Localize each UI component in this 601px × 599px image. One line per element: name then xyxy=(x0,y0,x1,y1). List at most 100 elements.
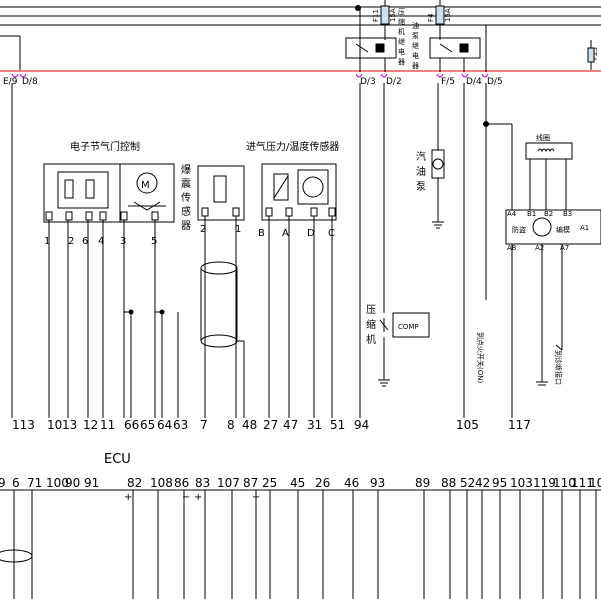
junction-dot xyxy=(159,309,165,315)
immo-pin-a4: A4 xyxy=(507,210,517,218)
ecu-pin-11: 11 xyxy=(100,418,115,432)
upper-wires xyxy=(11,83,513,418)
knock-pin-1: 1 xyxy=(235,224,241,235)
ecu-pin-91: 91 xyxy=(84,476,99,490)
connector-markers xyxy=(11,73,489,78)
ecu-pin-83: 83 xyxy=(195,476,210,490)
relay-2 xyxy=(429,25,487,72)
immobilizer-right-label: 编模 xyxy=(556,225,570,234)
immobilizer-coil-label: 线圈 xyxy=(536,133,550,142)
immo-pin-b2: B2 xyxy=(544,210,553,218)
ecu-pin-26: 26 xyxy=(315,476,330,490)
relay-1-label: 压缩 机继 电器 xyxy=(398,8,405,66)
fuse-f11-rating: 15A xyxy=(389,8,397,22)
lower-wires xyxy=(0,490,597,599)
ecu-pin-66: 66 xyxy=(124,418,139,432)
ecu-pin-117: 117 xyxy=(508,418,531,432)
ecu-pin-48: 48 xyxy=(242,418,257,432)
throttle-pin-6: 6 xyxy=(82,236,88,247)
ecu-pin-12: 12 xyxy=(83,418,98,432)
svg-text:传: 传 xyxy=(181,192,191,204)
fuse-f25: F25 xyxy=(587,40,599,70)
connector-d4: D/4 xyxy=(466,77,482,87)
ecu-pin-119: 119 xyxy=(533,476,556,490)
throttle-pin-4: 4 xyxy=(98,236,104,247)
ecu-pin-105: 105 xyxy=(456,418,479,432)
throttle-pin-5: 5 xyxy=(151,236,157,247)
throttle-pin-1: 1 xyxy=(44,236,50,247)
ecu-pin-100: 100 xyxy=(46,476,69,490)
ecu-pin-110: 110 xyxy=(553,476,576,490)
svg-text:缩: 缩 xyxy=(366,318,376,331)
relay-1 xyxy=(345,37,397,72)
ecu-pin-64: 64 xyxy=(157,418,172,432)
ecu-pin-89: 89 xyxy=(415,476,430,490)
ecu-pin-52: 52 xyxy=(460,476,475,490)
throttle-body xyxy=(43,163,175,223)
immo-pin-a2: A2 xyxy=(535,244,544,252)
svg-text:−: − xyxy=(252,492,260,503)
ecu-pin-7: 7 xyxy=(200,418,208,432)
fuse-f4-label: F4 xyxy=(427,13,435,22)
knock-pin-2: 2 xyxy=(200,224,206,235)
knock-sensor-label: 爆震 传感 器 xyxy=(181,164,191,232)
connector-d8: D/8 xyxy=(22,77,38,87)
map-sensor-title: 进气压力/温度传感器 xyxy=(246,140,339,153)
ecu-pin-82: 82 xyxy=(127,476,142,490)
compressor-comp-label: COMP xyxy=(398,323,419,331)
svg-text:继: 继 xyxy=(398,37,405,46)
connector-e9: E/9 xyxy=(3,77,18,87)
map-sensor-pins: B A D C xyxy=(258,228,335,239)
svg-text:感: 感 xyxy=(181,205,191,218)
ecu-pin-86: 86 xyxy=(174,476,189,490)
svg-text:机: 机 xyxy=(366,333,376,346)
ecu-pin-51: 51 xyxy=(330,418,345,432)
ecu-pin-93: 93 xyxy=(370,476,385,490)
svg-text:缩: 缩 xyxy=(398,17,405,26)
svg-text:震: 震 xyxy=(181,178,191,190)
ecu-pin-63: 63 xyxy=(173,418,188,432)
ecu-pin-25: 25 xyxy=(262,476,277,490)
ecu-pin-42: 42 xyxy=(475,476,490,490)
junction-dot xyxy=(355,5,361,11)
throttle-pin-3: 3 xyxy=(120,236,126,247)
fuel-pump xyxy=(431,83,445,229)
immobilizer xyxy=(486,123,601,386)
supply-bus xyxy=(0,6,601,70)
ecu-pin-95: 95 xyxy=(492,476,507,490)
ecu-pin-103: 103 xyxy=(510,476,533,490)
svg-text:−: − xyxy=(182,492,190,503)
fuse-f4-rating: 15A xyxy=(444,8,452,22)
svg-text:压: 压 xyxy=(366,304,376,316)
immo-pin-a7: A7 xyxy=(560,244,569,252)
ecu-pin-45: 45 xyxy=(290,476,305,490)
motor-symbol: M xyxy=(141,180,150,191)
ecu-pin-8: 8 xyxy=(227,418,235,432)
svg-text:+: + xyxy=(194,492,202,503)
ecu-pin-87: 87 xyxy=(243,476,258,490)
svg-text:压: 压 xyxy=(398,8,405,16)
ecu-pin-113: 113 xyxy=(12,418,35,432)
diag-arrow xyxy=(555,344,563,351)
map-pin-b: B xyxy=(258,228,265,239)
ecu-pin-108: 108 xyxy=(150,476,173,490)
map-pin-a: A xyxy=(282,228,289,239)
map-pin-d: D xyxy=(307,228,315,239)
immobilizer-left-label: 防盗 xyxy=(512,225,526,234)
to-diagnostic-label: 到诊断接口 xyxy=(554,350,563,385)
ecu-label: ECU xyxy=(104,452,131,467)
to-ignition-label: 到点火开关(ON) xyxy=(476,332,485,383)
compressor-label: 压缩 机 xyxy=(366,304,376,346)
ecu-pin-94: 94 xyxy=(354,418,369,432)
fuse-f11: F11 15A xyxy=(372,0,397,40)
fuel-pump-label: 汽油 泵 xyxy=(416,150,426,193)
immo-pin-b3: B3 xyxy=(563,210,572,218)
throttle-pins: 1 2 6 4 3 5 xyxy=(44,236,157,247)
ecu-pin-13: 13 xyxy=(62,418,77,432)
polarity-marks: + − + − xyxy=(124,492,260,503)
ecu-pin-10: 10 xyxy=(47,418,62,432)
ecu-pin-27: 27 xyxy=(263,418,278,432)
knock-sensor xyxy=(197,165,245,348)
